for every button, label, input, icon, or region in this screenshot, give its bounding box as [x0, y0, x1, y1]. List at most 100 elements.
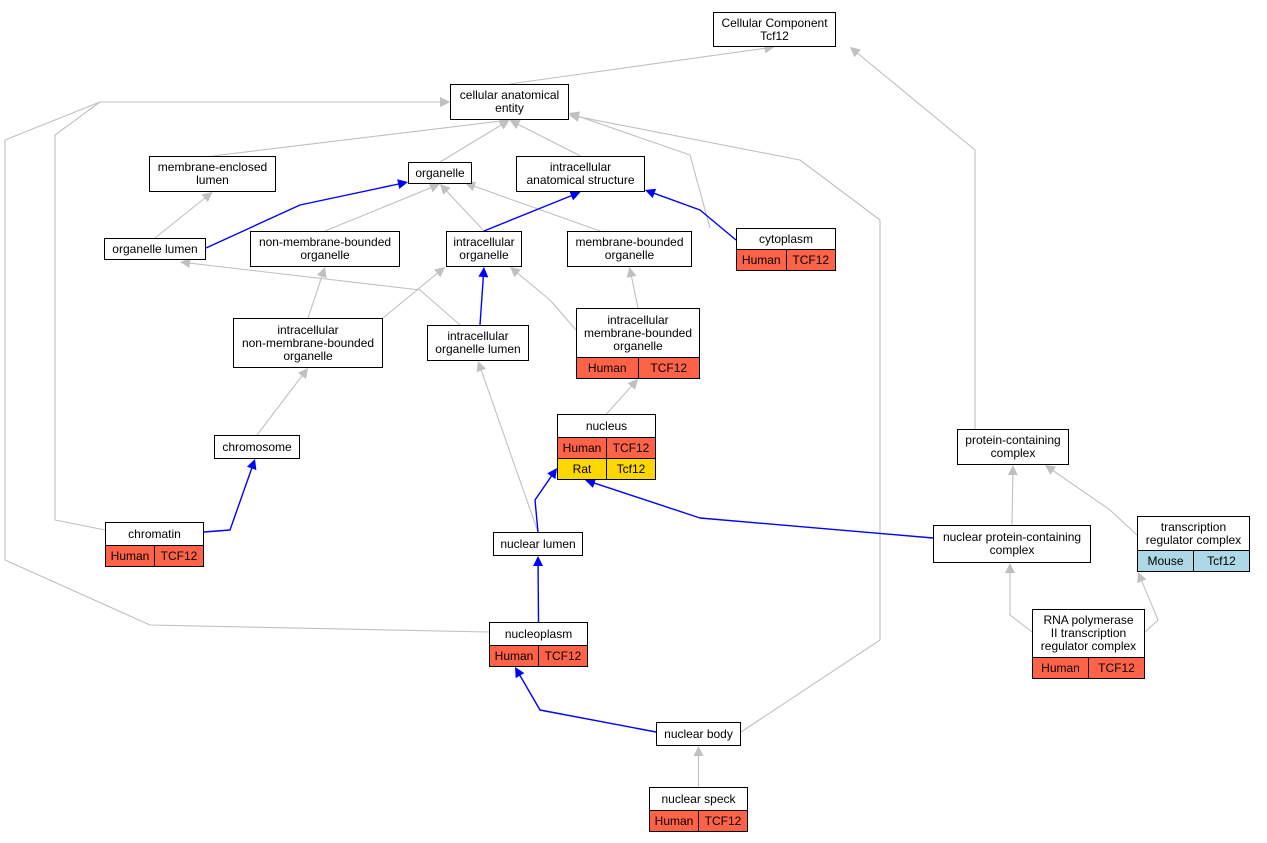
node-title: intracellular organelle lumen [435, 329, 521, 356]
edge-organelle-to-cae [439, 124, 503, 163]
annotation-row: Human TCF12 [106, 545, 203, 566]
edge-nuclearBody-to-cae [577, 116, 881, 733]
gene-cell: Tcf12 [1193, 551, 1249, 571]
edge-npcc-to-pcc [1011, 473, 1014, 526]
edge-arrowhead [585, 478, 597, 488]
node-title: nuclear protein-containing complex [942, 530, 1082, 557]
node-organelle[interactable]: organelle [408, 162, 472, 184]
species-cell: Mouse [1147, 553, 1184, 568]
gene-cell: TCF12 [538, 646, 587, 666]
node-title: RNA polymerase II transcription regulato… [1040, 613, 1137, 653]
edge-iol-to-orgLumen [188, 262, 461, 326]
edge-arrowhead [515, 667, 525, 679]
edge-arrowhead [478, 267, 489, 278]
node-cae[interactable]: cellular anatomical entity [450, 84, 569, 120]
node-title: organelle [415, 165, 465, 180]
edge-arrowhead [397, 179, 408, 189]
node-nuclear-lumen[interactable]: nuclear lumen [493, 532, 583, 556]
node-title: protein-containing complex [965, 433, 1061, 460]
node-mel[interactable]: membrane-enclosed lumen [149, 156, 276, 192]
edge-imbo-to-io [516, 272, 577, 331]
edge-arrowhead [297, 368, 308, 379]
node-rnapol[interactable]: RNA polymerase II transcription regulato… [1032, 609, 1145, 679]
edge-io-to-ias [483, 194, 573, 232]
node-title: intracellular membrane-bounded organelle [583, 312, 693, 353]
annotation-row: Human TCF12 [1033, 657, 1144, 678]
node-title: nuclear lumen [500, 536, 576, 551]
gene-cell: Tcf12 [606, 459, 655, 479]
edge-nucleus-to-imbo [606, 385, 633, 415]
edge-arrowhead [180, 258, 191, 269]
edge-arrowhead [645, 188, 657, 199]
gene-cell: TCF12 [1088, 658, 1144, 678]
edge-arrowhead [246, 459, 257, 471]
edge-arrowhead [498, 120, 510, 130]
edge-arrowhead [1005, 563, 1015, 573]
edge-arrowhead [1007, 465, 1018, 476]
edge-arrowhead [509, 120, 521, 129]
edge-chromosome-to-inmbo [256, 374, 303, 436]
node-title: non-membrane-bounded organelle [258, 235, 392, 262]
edge-mel-to-cae [212, 120, 501, 157]
node-pcc[interactable]: protein-containing complex [957, 429, 1069, 465]
node-chromosome[interactable]: chromosome [214, 435, 300, 459]
species-cell: Human [110, 548, 150, 563]
edge-arrowhead [850, 47, 861, 58]
edge-arrowhead [627, 379, 638, 390]
node-mbo[interactable]: membrane-bounded organelle [567, 231, 692, 267]
node-nuclear-body[interactable]: nuclear body [656, 722, 741, 746]
edge-layer [4, 43, 1159, 787]
species-cell: Human [1041, 660, 1080, 675]
node-title: nuclear speck [661, 791, 736, 806]
edge-nuclearLumen-to-nucleus [534, 475, 553, 533]
node-imbo[interactable]: intracellular membrane-bounded organelle… [576, 308, 700, 379]
node-ias[interactable]: intracellular anatomical structure [516, 156, 645, 192]
species-cell: Human [494, 648, 534, 663]
node-title: transcription regulator complex [1145, 519, 1242, 547]
edge-ias-to-cae [517, 123, 581, 157]
node-title: intracellular anatomical structure [526, 160, 635, 187]
node-nmbo[interactable]: non-membrane-bounded organelle [250, 231, 400, 267]
gene-cell: TCF12 [637, 358, 700, 378]
node-iol[interactable]: intracellular organelle lumen [427, 325, 529, 361]
node-inmbo[interactable]: intracellular non-membrane-bounded organ… [233, 318, 383, 368]
node-io[interactable]: intracellular organelle [446, 231, 522, 267]
node-title: intracellular organelle [453, 235, 515, 262]
gene-cell: TCF12 [785, 250, 836, 270]
edge-nucleoplasm-to-cae [4, 101, 490, 633]
node-npcc[interactable]: nuclear protein-containing complex [933, 525, 1091, 563]
node-root[interactable]: Cellular Component Tcf12 [713, 12, 836, 47]
edge-pcc-to-root [856, 52, 976, 429]
edge-rnapol-to-npcc [1009, 572, 1033, 633]
edge-nuclearLumen-to-iol [480, 369, 539, 533]
species-cell: Human [654, 813, 694, 828]
node-title: organelle lumen [112, 241, 198, 256]
node-title: cellular anatomical entity [459, 88, 560, 115]
annotation-row: Human TCF12 [650, 810, 747, 831]
edge-nmbo-to-organelle [324, 186, 432, 232]
node-title: nucleoplasm [504, 626, 573, 641]
edge-nuclearBody-to-nucleoplasm [518, 674, 657, 733]
edge-orgLumen-to-organelle [205, 183, 400, 249]
edge-inmbo-to-nmbo [307, 275, 323, 319]
species-cell: Human [587, 360, 627, 375]
node-title: membrane-enclosed lumen [157, 160, 268, 187]
gene-cell: TCF12 [154, 546, 203, 566]
gene-cell: TCF12 [698, 811, 747, 831]
edge-cae-to-root [509, 47, 766, 85]
edge-inmbo-to-io [382, 272, 439, 319]
edge-arrowhead [201, 192, 213, 203]
species-cell: Human [562, 440, 602, 455]
edge-arrowhead [434, 267, 445, 278]
node-title: chromatin [128, 526, 181, 541]
edge-arrowhead [440, 184, 451, 195]
node-org-lumen[interactable]: organelle lumen [104, 238, 206, 260]
